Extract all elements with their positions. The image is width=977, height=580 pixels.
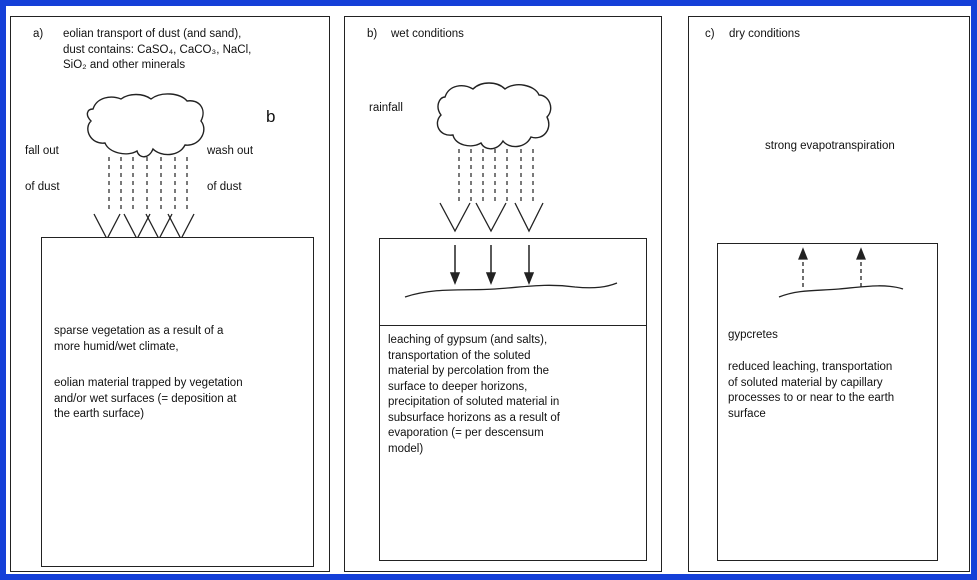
horizon-divider: [378, 325, 647, 326]
panel-a-graphics: [86, 93, 205, 241]
fall-out-dust-label: of dust: [25, 181, 60, 193]
dust-cloud-icon: [86, 93, 205, 158]
dust-fall-lines: [108, 157, 188, 213]
dust-arrowheads: [93, 213, 195, 241]
panel-c-box-text: reduced leaching, transportation of solu…: [728, 361, 895, 420]
surface-line: [404, 282, 618, 298]
panel-c-graphics: [778, 247, 904, 298]
panel-c: c) dry conditions strong evapotranspirat…: [688, 16, 970, 572]
panel-b-lower-text: leaching of gypsum (and salts), transpor…: [388, 334, 560, 455]
panel-b-label: b): [367, 28, 378, 40]
rainfall-label: rainfall: [369, 102, 403, 114]
panel-a-box-text-2: eolian material trapped by vegetation an…: [54, 377, 243, 420]
panel-c-label: c): [705, 28, 715, 40]
panel-b-title: wet conditions: [391, 28, 464, 40]
panel-a-label: a): [33, 28, 44, 40]
wash-out-label: wash out: [207, 145, 254, 157]
panel-a-side-letter: b: [266, 107, 276, 126]
panel-a-box-text-1: sparse vegetation as a result of a more …: [54, 325, 224, 353]
wash-out-dust-label: of dust: [207, 181, 242, 193]
panel-b-graphics: [404, 82, 618, 298]
surface-line: [778, 285, 904, 298]
rain-arrowheads: [439, 202, 544, 233]
panel-a-ground-box: sparse vegetation as a result of a more …: [41, 237, 314, 567]
percolation-arrows: [449, 245, 535, 286]
panel-c-title: dry conditions: [729, 28, 800, 40]
capillary-arrows: [798, 247, 866, 287]
rain-cloud-icon: [436, 82, 552, 150]
fall-out-label: fall out: [25, 145, 59, 157]
panel-a-header: eolian transport of dust (and sand), dus…: [63, 28, 252, 71]
panel-a: a) eolian transport of dust (and sand), …: [10, 16, 330, 572]
panel-c-ground-box: gypcretes reduced leaching, transportati…: [717, 243, 938, 561]
gypcretes-label: gypcretes: [728, 329, 778, 341]
figure-frame: a) eolian transport of dust (and sand), …: [6, 6, 971, 574]
evapotranspiration-label: strong evapotranspiration: [765, 140, 895, 152]
rain-lines: [458, 149, 534, 202]
panel-b: b) wet conditions rainfall leaching of g…: [344, 16, 662, 572]
